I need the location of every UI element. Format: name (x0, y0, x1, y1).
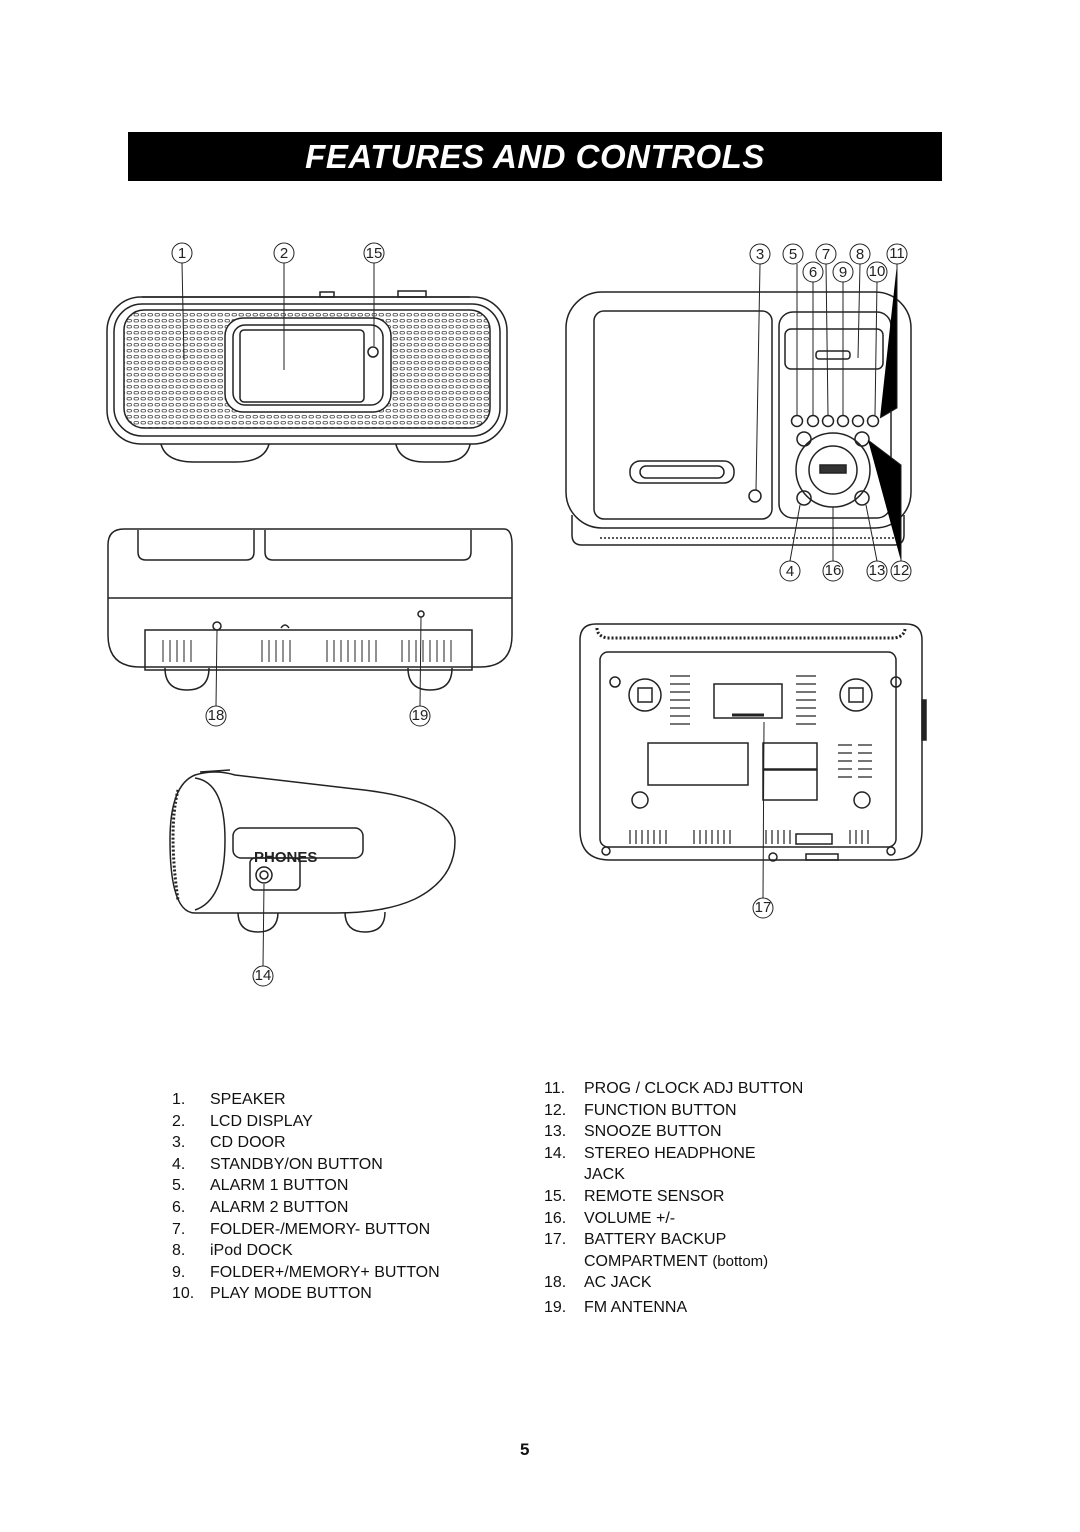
list-item: 18.AC JACK (544, 1274, 652, 1292)
list-item: 15.REMOTE SENSOR (544, 1187, 725, 1205)
list-item: 13.SNOOZE BUTTON (544, 1123, 722, 1141)
list-item: 10.PLAY MODE BUTTON (172, 1285, 372, 1303)
list-item-continuation: JACK (584, 1166, 625, 1184)
phones-label: PHONES (254, 849, 317, 866)
list-item: 7.FOLDER-/MEMORY- BUTTON (172, 1220, 431, 1238)
list-item: 2.LCD DISPLAY (172, 1112, 313, 1130)
top-view-diagram (565, 291, 912, 546)
page-title: FEATURES AND CONTROLS (305, 137, 765, 175)
list-item: 4.STANDBY/ON BUTTON (172, 1155, 383, 1173)
callout-17: 17 (755, 899, 772, 916)
list-item: 3.CD DOOR (172, 1134, 286, 1152)
list-item: 12.FUNCTION BUTTON (544, 1101, 737, 1119)
callout-10: 10 (869, 263, 886, 280)
back-callouts: 18 19 (205, 616, 431, 727)
callout-11: 11 (889, 245, 905, 262)
callout-18: 18 (208, 707, 225, 724)
callout-16: 16 (825, 562, 842, 579)
side-callouts: PHONES 14 (252, 849, 317, 987)
callout-6: 6 (809, 264, 817, 281)
list-item: 16.VOLUME +/- (544, 1209, 676, 1227)
list-item: 19.FM ANTENNA (544, 1298, 688, 1316)
bottom-view-diagram (579, 623, 927, 862)
features-list-left: 1.SPEAKER 2.LCD DISPLAY 3.CD DOOR 4.STAN… (172, 1089, 440, 1305)
list-item: 8.iPod DOCK (172, 1242, 293, 1260)
device-diagrams: 1 2 15 3 5 7 8 1 (106, 242, 927, 987)
top-callouts: 3 5 7 8 11 6 9 10 4 16 13 12 (749, 243, 912, 582)
features-list-right: 11.PROG / CLOCK ADJ BUTTON 12.FUNCTION B… (544, 1078, 803, 1319)
front-view-diagram (106, 290, 508, 463)
callout-1: 1 (178, 245, 186, 262)
callout-4: 4 (786, 563, 794, 580)
list-item: 17.BATTERY BACKUP (544, 1231, 727, 1249)
callout-3: 3 (756, 246, 764, 263)
callout-15: 15 (366, 245, 383, 262)
callout-13: 13 (869, 562, 886, 579)
bottom-callouts: 17 (752, 721, 774, 919)
callout-14: 14 (255, 967, 272, 984)
callout-8: 8 (856, 246, 864, 263)
callout-7: 7 (822, 246, 830, 263)
list-item-continuation: COMPARTMENT (bottom) (584, 1252, 769, 1270)
back-view-diagram (107, 528, 513, 691)
callout-19: 19 (412, 707, 429, 724)
front-callouts: 1 2 15 (171, 242, 385, 370)
callout-9: 9 (839, 264, 847, 281)
callout-5: 5 (789, 246, 797, 263)
callout-2: 2 (280, 245, 288, 262)
side-view-diagram (169, 769, 456, 933)
list-item: 11.PROG / CLOCK ADJ BUTTON (544, 1080, 804, 1097)
section-title-bar: FEATURES AND CONTROLS (128, 132, 942, 181)
list-item: 5.ALARM 1 BUTTON (172, 1177, 349, 1195)
list-item: 6.ALARM 2 BUTTON (172, 1198, 349, 1216)
list-item: 1.SPEAKER (172, 1091, 286, 1108)
list-item: 14.STEREO HEADPHONE (544, 1144, 756, 1162)
list-item: 9.FOLDER+/MEMORY+ BUTTON (172, 1263, 440, 1281)
page-number: 5 (520, 1440, 530, 1459)
callout-12: 12 (893, 562, 910, 579)
